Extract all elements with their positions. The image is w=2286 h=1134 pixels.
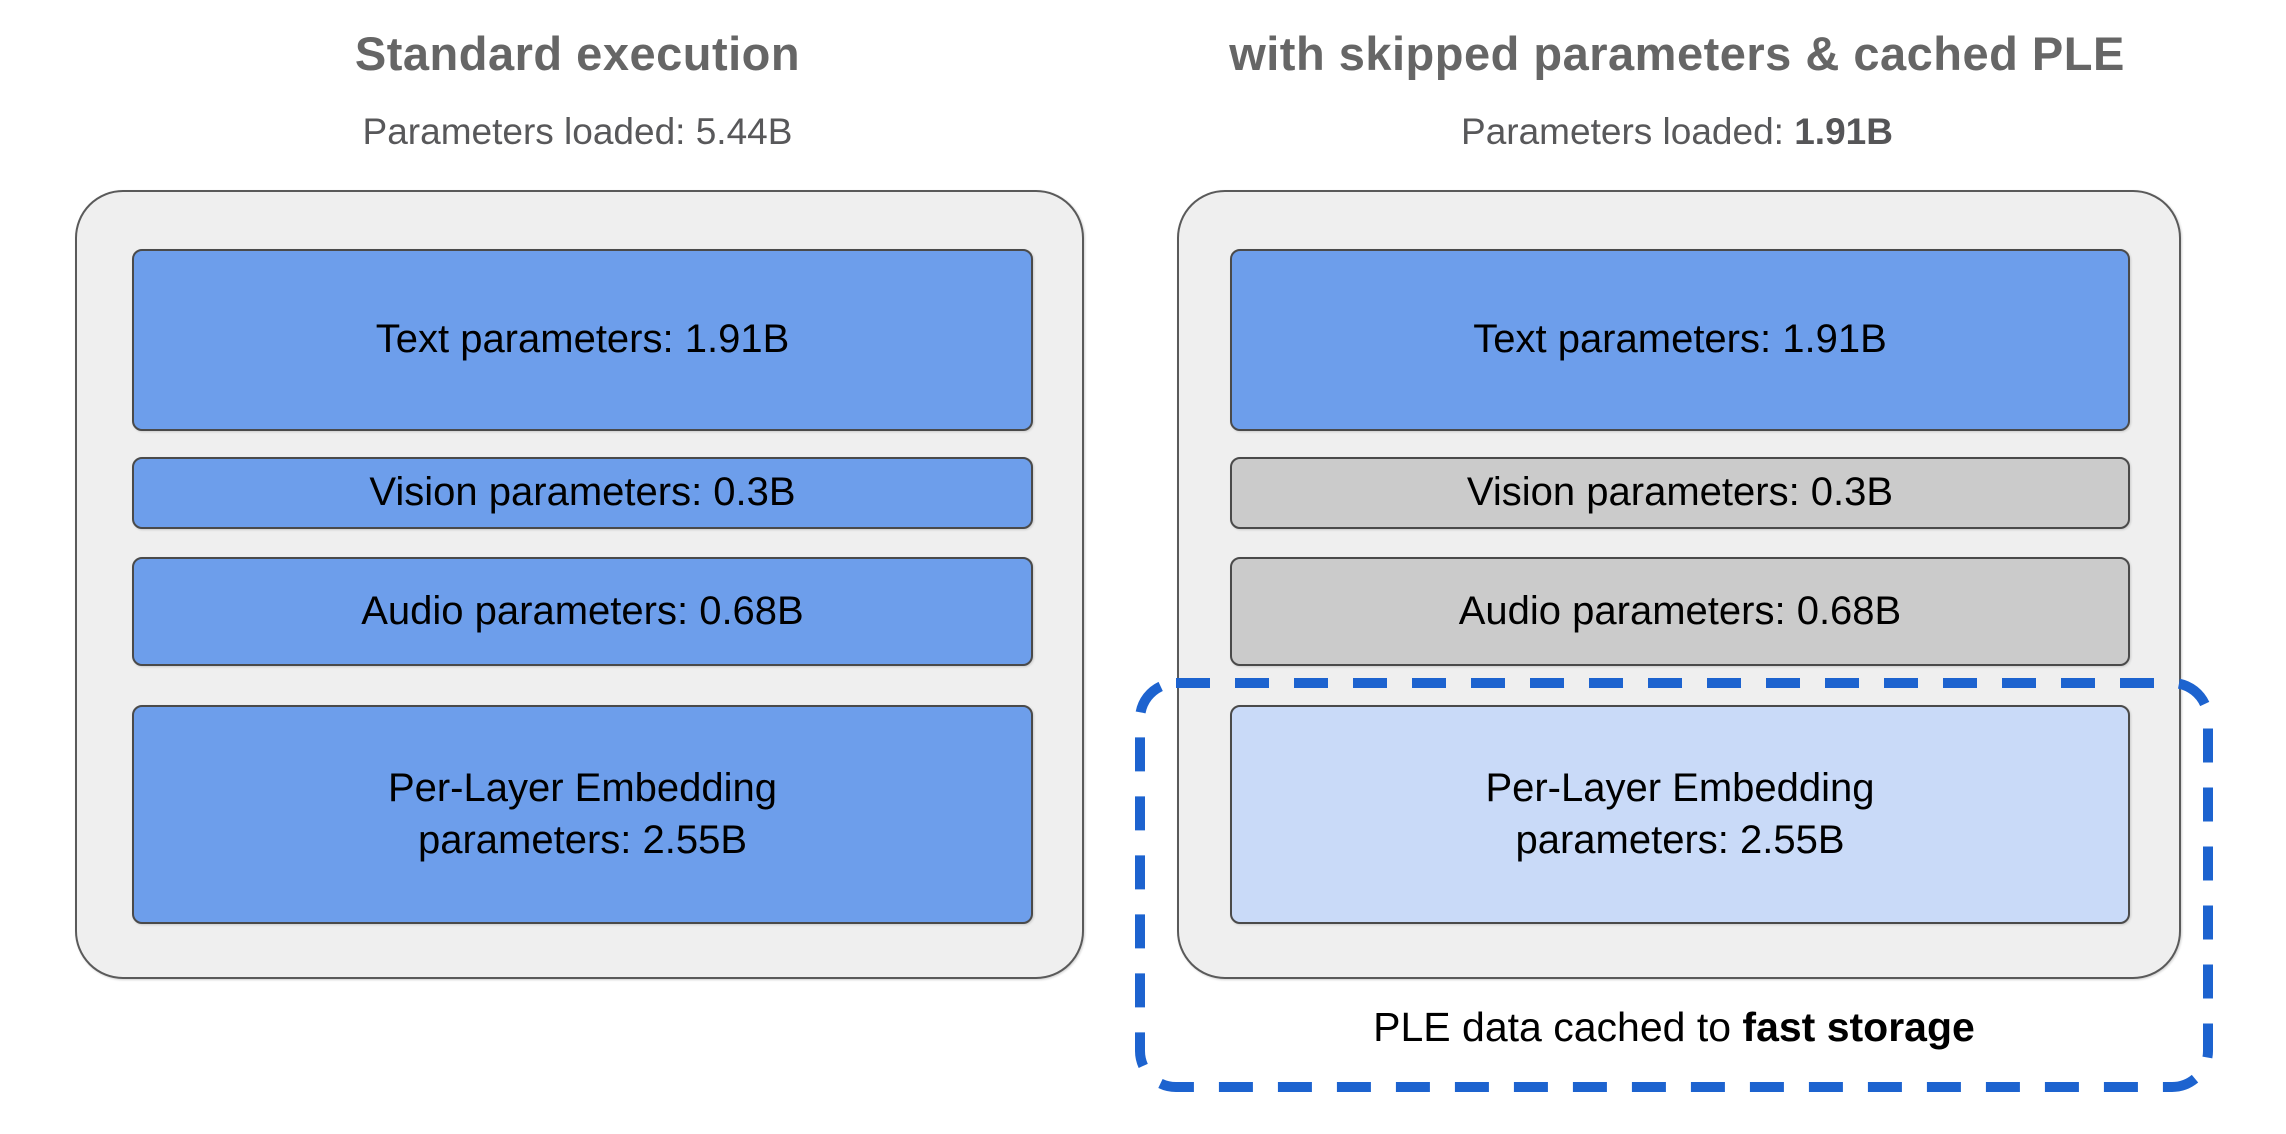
left-text-parameters-box: Text parameters: 1.91B: [132, 249, 1033, 431]
ple-caption-bold: fast storage: [1742, 1004, 1975, 1050]
right-text-parameters-label: Text parameters: 1.91B: [1473, 317, 1887, 362]
right-ple-parameters-label: Per-Layer Embedding parameters: 2.55B: [1485, 766, 1875, 862]
right-ple-parameters-box: Per-Layer Embedding parameters: 2.55B: [1230, 705, 2130, 924]
left-panel-subtitle: Parameters loaded: 5.44B: [75, 111, 1080, 153]
left-column-header: Standard execution Parameters loaded: 5.…: [75, 0, 1080, 170]
left-panel-title: Standard execution: [354, 27, 801, 80]
left-text-parameters-label: Text parameters: 1.91B: [375, 317, 790, 362]
right-subtitle-value: 1.91B: [1794, 111, 1893, 152]
ple-caption-regular: PLE data cached to: [1373, 1004, 1743, 1050]
right-panel-title: with skipped parameters & cached PLE: [1229, 27, 2125, 80]
left-subtitle-value: 5.44B: [695, 111, 793, 152]
left-ple-parameters-label: Per-Layer Embedding parameters: 2.55B: [387, 766, 778, 862]
right-subtitle-label: Parameters loaded:: [1461, 111, 1795, 152]
right-vision-parameters-label: Vision parameters: 0.3B: [1466, 470, 1894, 515]
right-vision-parameters-box: Vision parameters: 0.3B: [1230, 457, 2130, 529]
left-vision-parameters-label: Vision parameters: 0.3B: [369, 470, 796, 515]
left-subtitle-label: Parameters loaded:: [362, 111, 696, 152]
right-panel-subtitle: Parameters loaded: 1.91B: [1177, 111, 2177, 153]
right-model-container: Text parameters: 1.91B Vision parameters…: [1177, 190, 2181, 979]
left-ple-parameters-box: Per-Layer Embedding parameters: 2.55B: [132, 705, 1033, 924]
right-column-header: with skipped parameters & cached PLE Par…: [1177, 0, 2177, 170]
right-audio-parameters-label: Audio parameters: 0.68B: [1458, 588, 1902, 633]
right-text-parameters-box: Text parameters: 1.91B: [1230, 249, 2130, 431]
left-model-container: Text parameters: 1.91B Vision parameters…: [75, 190, 1084, 979]
left-audio-parameters-label: Audio parameters: 0.68B: [361, 588, 804, 633]
left-vision-parameters-box: Vision parameters: 0.3B: [132, 457, 1033, 529]
left-audio-parameters-box: Audio parameters: 0.68B: [132, 557, 1033, 666]
ple-cache-caption: PLE data cached to fast storage: [1135, 1004, 2213, 1051]
right-audio-parameters-box: Audio parameters: 0.68B: [1230, 557, 2130, 666]
